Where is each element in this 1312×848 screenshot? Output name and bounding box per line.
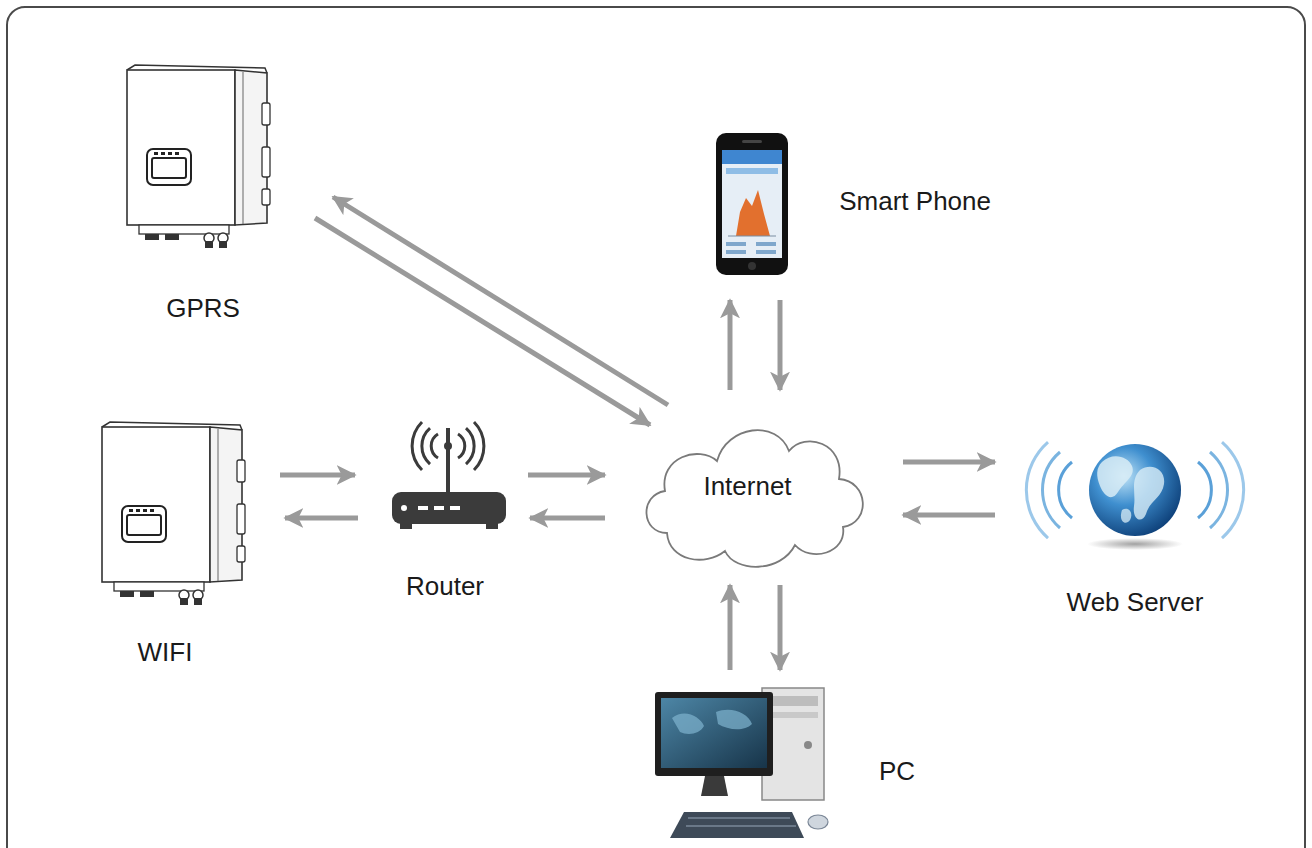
data-arrow [728, 300, 733, 390]
data-arrow [778, 300, 783, 390]
wifi-node: WIFI [95, 415, 255, 670]
router-node: Router [380, 415, 510, 605]
router-icon [392, 422, 506, 529]
globe-icon [1026, 442, 1243, 550]
frame [7, 7, 1305, 848]
data-arrow [903, 460, 995, 465]
node-label: Internet [703, 471, 791, 502]
data-arrow [728, 585, 733, 670]
smart-phone-icon [716, 133, 788, 275]
data-arrow [903, 513, 995, 518]
pc-icon [655, 688, 828, 838]
data-arrow [315, 218, 650, 425]
node-label: Router [406, 571, 484, 602]
gprs-node: GPRS [118, 58, 278, 328]
node-label: WIFI [138, 637, 193, 668]
data-arrow [528, 473, 605, 478]
data-arrow [530, 516, 605, 521]
internet-cloud [646, 430, 862, 567]
node-label: Smart Phone [839, 186, 991, 217]
data-arrow [778, 585, 783, 670]
data-arrow [280, 473, 355, 478]
gprs-inverter [127, 65, 270, 248]
pc-node: PC [645, 680, 935, 846]
smart-phone-node: Smart Phone [705, 125, 1005, 285]
data-arrow [285, 516, 358, 521]
web-server-node: Web Server [1015, 430, 1255, 620]
wifi-inverter [102, 422, 245, 605]
data-arrow [333, 197, 668, 405]
node-label: Web Server [1067, 587, 1204, 618]
internet-node: Internet [635, 395, 870, 580]
node-label: PC [879, 756, 915, 787]
node-label: GPRS [166, 293, 240, 324]
